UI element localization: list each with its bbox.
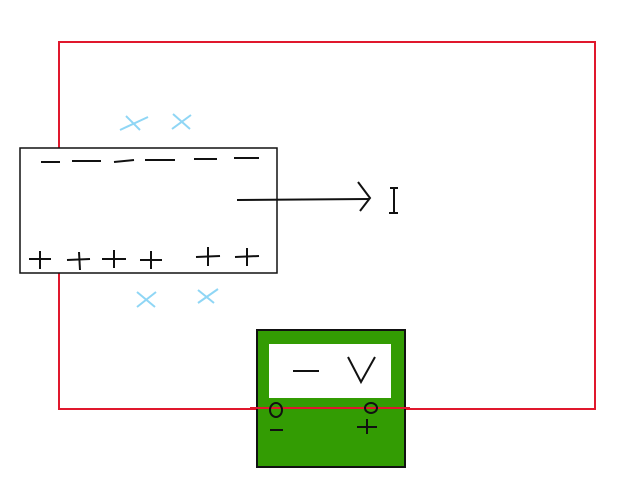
voltmeter <box>250 329 410 468</box>
positive-charges <box>29 247 260 271</box>
negative-charges <box>41 157 259 163</box>
field-arrow <box>236 181 372 212</box>
voltmeter-display <box>269 344 391 398</box>
positive-terminal <box>364 402 378 414</box>
free-charges <box>119 113 219 308</box>
charged-plate <box>19 147 278 274</box>
display-v <box>347 356 376 385</box>
current-label-i <box>389 187 398 214</box>
negative-terminal <box>269 402 283 418</box>
